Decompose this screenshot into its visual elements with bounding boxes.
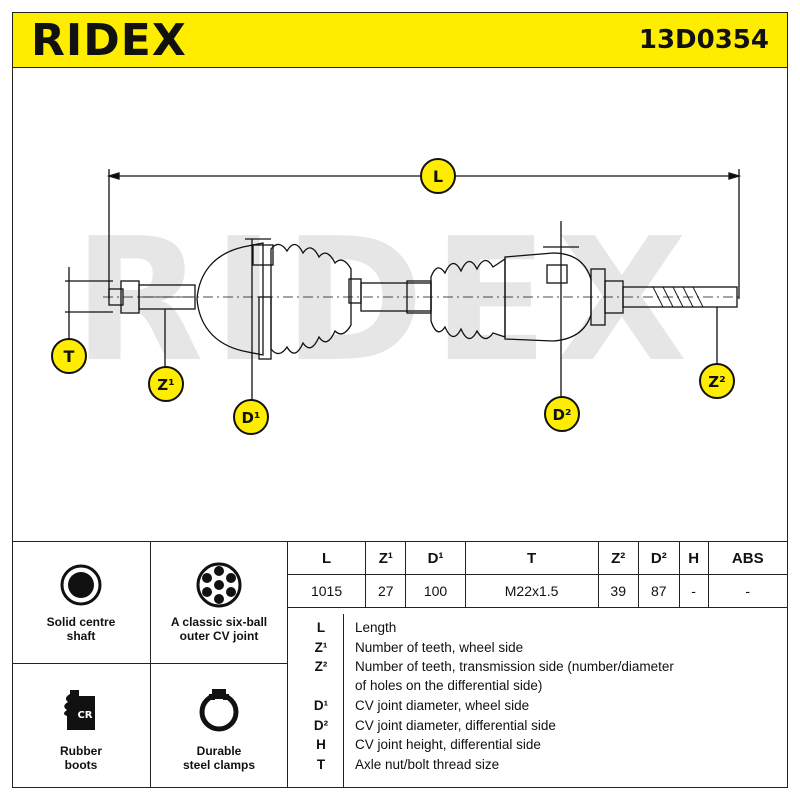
spec-header-cell: H — [678, 541, 709, 575]
label-T: T — [51, 338, 87, 374]
legend-text: CV joint diameter, differential side — [355, 718, 556, 733]
feature-divider-v2 — [287, 541, 288, 788]
header-bar: RIDEX 13D0354 — [12, 12, 788, 68]
brand-logo: RIDEX — [31, 15, 187, 66]
spec-header-cell: T — [464, 541, 599, 575]
legend: L Length Z¹ Number of teeth, wheel side … — [287, 614, 788, 788]
length-arrow-right — [728, 172, 742, 180]
label-D1: D¹ — [233, 399, 269, 435]
legend-symbol: Z² — [314, 659, 328, 674]
boot-badge: CR — [77, 710, 92, 721]
legend-text: CV joint height, differential side — [355, 737, 541, 752]
outer-cv-clamp — [252, 244, 274, 266]
feature-label-line1: Rubber — [60, 744, 102, 758]
spec-header-cell: ABS — [707, 541, 789, 575]
feature-label-line1: A classic six-ball — [170, 615, 268, 629]
part-number: 13D0354 — [638, 25, 769, 55]
feature-label-line1: Solid centre — [46, 615, 116, 629]
spec-value-cell: - — [707, 574, 789, 608]
label-L: L — [420, 158, 456, 194]
spec-header-cell: D² — [637, 541, 680, 575]
legend-text: CV joint diameter, wheel side — [355, 698, 530, 713]
outer-boot — [270, 243, 352, 355]
label-Z1: Z¹ — [148, 366, 184, 402]
spec-value-cell: 87 — [637, 574, 680, 608]
feature-label-line1: Durable — [196, 744, 242, 758]
feature-divider-v1 — [150, 541, 151, 788]
feature-label-line2: outer CV joint — [179, 629, 259, 643]
solid-shaft-icon — [60, 564, 102, 606]
watermark-text: RIDEX — [73, 202, 695, 400]
outer-cv-joint — [196, 242, 264, 356]
spec-value-cell: M22x1.5 — [464, 574, 599, 608]
legend-separator — [343, 614, 344, 788]
legend-text: Number of teeth, transmission side (numb… — [355, 659, 674, 674]
legend-symbol: Z¹ — [314, 640, 328, 655]
feature-solid-shaft: Solid centre shaft — [12, 541, 150, 663]
legend-text: Axle nut/bolt thread size — [355, 757, 500, 772]
legend-symbol: L — [316, 620, 326, 635]
feature-label-line2: steel clamps — [182, 758, 256, 772]
feature-steel-clamps: Durable steel clamps — [151, 664, 287, 788]
spec-value-cell: 100 — [405, 574, 466, 608]
feature-rubber-boots: CR Rubber boots — [12, 664, 150, 788]
spec-value-cell: - — [678, 574, 709, 608]
legend-text: Number of teeth, wheel side — [355, 640, 524, 655]
svg-text:D¹: D¹ — [241, 409, 260, 427]
legend-symbol: T — [316, 757, 326, 772]
steel-clamp-icon — [199, 689, 239, 732]
legend-symbol: D¹ — [313, 698, 329, 713]
spec-value-row: 1015 27 100 M22x1.5 39 87 - - — [286, 574, 789, 608]
spec-value-cell: 39 — [597, 574, 639, 608]
feature-divider-h — [12, 663, 287, 664]
spec-header-cell: Z¹ — [365, 541, 407, 575]
svg-text:L: L — [433, 167, 443, 186]
svg-text:Z²: Z² — [708, 373, 725, 391]
feature-label-line2: shaft — [66, 629, 96, 643]
spec-table: L Z¹ D¹ T Z² D² H ABS 1015 27 100 M22x1.… — [286, 541, 789, 608]
svg-text:T: T — [64, 347, 75, 366]
inner-cv-clamp — [546, 264, 568, 284]
spec-header-cell: L — [286, 541, 367, 575]
spec-value-cell: 1015 — [286, 574, 367, 608]
spec-value-cell: 27 — [365, 574, 407, 608]
rubber-boot-icon: CR — [64, 690, 95, 730]
legend-text: of holes on the differential side) — [355, 678, 543, 693]
label-D2: D² — [544, 396, 580, 432]
feature-six-ball-joint: A classic six-ball outer CV joint — [151, 541, 287, 663]
spec-header-row: L Z¹ D¹ T Z² D² H ABS — [286, 541, 789, 575]
legend-text: Length — [355, 620, 397, 635]
legend-symbol: D² — [313, 718, 329, 733]
svg-text:D²: D² — [552, 406, 571, 424]
six-ball-joint-icon — [196, 562, 242, 608]
feature-label-line2: boots — [64, 758, 98, 772]
legend-symbol: H — [316, 737, 326, 752]
drive-shaft-diagram: RIDEX — [51, 158, 743, 435]
spec-header-cell: D¹ — [405, 541, 466, 575]
label-Z2: Z² — [699, 363, 735, 399]
spec-header-cell: Z² — [597, 541, 639, 575]
length-arrow-left — [106, 172, 120, 180]
svg-text:Z¹: Z¹ — [157, 376, 174, 394]
